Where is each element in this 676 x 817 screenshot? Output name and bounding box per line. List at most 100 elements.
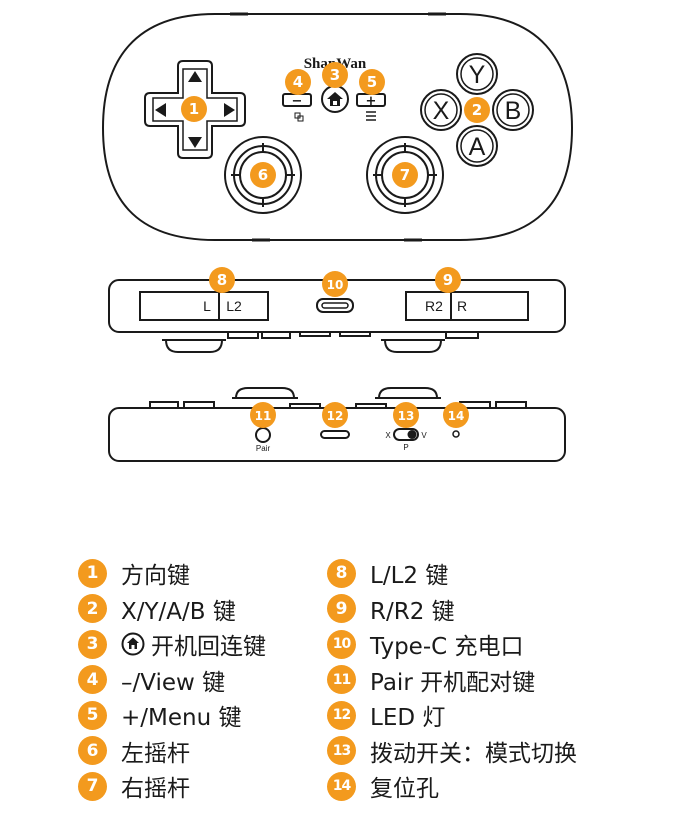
plus-label: + [366, 94, 377, 109]
legend-item: 4 –/View 键 [78, 663, 225, 697]
callout-number: 8 [217, 271, 227, 289]
legend-item: 2 X/Y/A/B 键 [78, 592, 236, 626]
callout-13: 13 [393, 402, 419, 428]
legend-label: 左摇杆 [121, 740, 190, 767]
home-icon [121, 632, 145, 656]
callout-number: 11 [255, 409, 272, 423]
switch-p-label: P [403, 443, 408, 452]
legend-label: 开机回连键 [121, 627, 266, 661]
legend-label: L/L2 键 [370, 563, 449, 589]
callout-5: 5 [359, 69, 385, 95]
legend-item: 1 方向键 [78, 556, 190, 590]
callout-number: 14 [448, 409, 465, 423]
legend-number: 4 [78, 665, 107, 694]
legend-item: 13 拨动开关：模式切换 [327, 734, 577, 768]
controller-top-view [101, 12, 574, 242]
callout-9: 9 [435, 267, 461, 293]
dpad-up-arrow-icon [188, 71, 202, 82]
legend-number: 8 [327, 558, 356, 588]
controller-body-outline [101, 13, 574, 241]
legend-number: 10 [327, 629, 356, 659]
legend-label: 方向键 [121, 563, 190, 589]
callout-3: 3 [322, 62, 348, 88]
callout-number: 2 [472, 101, 482, 119]
dpad-left-arrow-icon [155, 103, 166, 117]
a-button-label: A [469, 133, 486, 161]
dpad-right-arrow-icon [224, 103, 235, 117]
menu-icon [366, 111, 376, 121]
pair-button[interactable] [255, 427, 271, 443]
callout-number: 4 [293, 73, 303, 91]
legend-number: 14 [327, 771, 356, 801]
minus-label: − [292, 94, 303, 109]
legend-label: R/R2 键 [370, 598, 455, 625]
callout-6: 6 [250, 162, 276, 188]
legend-item: 12 LED 灯 [327, 698, 445, 732]
legend-number: 12 [327, 700, 356, 730]
callout-2: 2 [464, 97, 490, 123]
switch-v-label: V [421, 431, 427, 440]
legend-number: 7 [78, 771, 107, 801]
legend-number: 6 [78, 736, 107, 765]
mode-switch[interactable] [393, 428, 419, 441]
legend-label: X/Y/A/B 键 [121, 598, 236, 625]
pair-label: Pair [256, 444, 271, 453]
callout-number: 6 [258, 166, 268, 184]
x-button[interactable] [420, 89, 462, 131]
callout-7: 7 [392, 162, 418, 188]
callout-1: 1 [181, 96, 207, 122]
legend-label: 拨动开关：模式切换 [370, 740, 577, 767]
callout-number: 3 [330, 66, 340, 84]
legend-label: –/View 键 [121, 669, 226, 696]
l2-label: L2 [226, 298, 242, 314]
legend-item: 9 R/R2 键 [327, 592, 455, 626]
callout-12: 12 [322, 402, 348, 428]
legend-number: 9 [327, 594, 356, 623]
legend-item: 3 开机回连键 [78, 627, 266, 661]
y-button-label: Y [469, 61, 486, 89]
legend-item: 10 Type-C 充电口 [327, 627, 524, 661]
legend-number: 3 [78, 629, 107, 659]
legend-item: 5 +/Menu 键 [78, 698, 241, 732]
b-button[interactable] [492, 89, 534, 131]
switch-x-label: X [385, 431, 391, 440]
right-stick[interactable] [366, 136, 444, 214]
callout-number: 13 [398, 409, 415, 423]
mode-switch-knob [407, 430, 417, 439]
legend-label: Pair 开机配对键 [370, 669, 536, 696]
legend-label: +/Menu 键 [121, 705, 242, 731]
legend-number: 5 [78, 700, 107, 730]
callout-number: 9 [443, 271, 453, 289]
l-label: L [203, 298, 211, 314]
usb-c-port [316, 298, 354, 313]
view-icon [294, 112, 304, 122]
callout-number: 10 [327, 278, 344, 292]
legend-number: 2 [78, 594, 107, 623]
callout-11: 11 [250, 402, 276, 428]
legend-number: 13 [327, 736, 356, 765]
r-label: R [457, 298, 467, 314]
y-button[interactable] [456, 53, 498, 95]
callout-10: 10 [322, 271, 348, 297]
legend-label: Type-C 充电口 [370, 634, 524, 660]
legend-item: 8 L/L2 键 [327, 556, 448, 590]
reset-hole[interactable] [452, 430, 460, 438]
callout-4: 4 [285, 69, 311, 95]
dpad[interactable] [144, 60, 246, 159]
legend-label: LED 灯 [370, 705, 446, 731]
legend-label: 右摇杆 [121, 776, 190, 802]
b-button-label: B [505, 97, 522, 125]
callout-number: 12 [327, 409, 344, 423]
callout-number: 5 [367, 73, 377, 91]
left-stick[interactable] [224, 136, 302, 214]
a-button[interactable] [456, 125, 498, 167]
x-button-label: X [433, 97, 450, 125]
r2-label: R2 [425, 298, 443, 314]
dpad-down-arrow-icon [188, 137, 202, 148]
legend-item: 6 左摇杆 [78, 734, 190, 768]
legend-number: 1 [78, 558, 107, 588]
